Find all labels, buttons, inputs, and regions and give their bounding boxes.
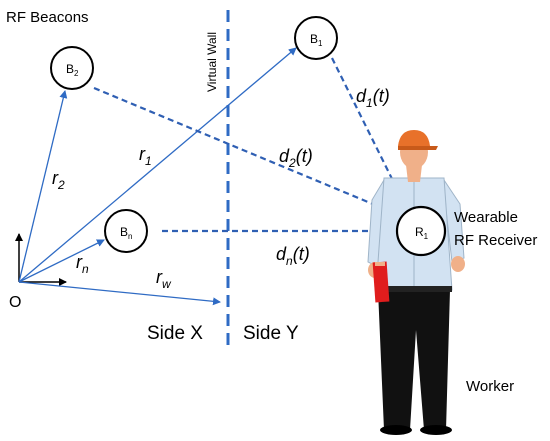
beacon-bn: Bn [104,209,148,253]
vector-rn [18,239,105,283]
vector-r1-label: r1 [139,144,152,168]
distance-d1-label: d1(t) [356,86,390,110]
worker-figure [367,130,465,435]
vector-r1 [18,47,297,283]
svg-text:Bn: Bn [120,225,132,241]
wall-label: Virtual Wall [205,32,219,92]
diagram-title: RF Beacons [6,9,89,26]
receiver-caption-line2: RF Receiver [454,232,537,249]
svg-text:B1: B1 [310,32,323,48]
svg-text:B2: B2 [66,62,79,78]
distance-d2-label: d2(t) [279,146,313,170]
origin-label: O [9,294,21,311]
receiver-caption-line1: Wearable [454,209,518,226]
vector-rw-label: rw [156,267,172,291]
distance-d1-line [331,57,406,206]
beacon-b1: B1 [294,16,338,60]
vector-rn-label: rn [76,252,89,276]
vector-r2 [18,90,68,283]
worker-label: Worker [466,378,514,395]
vector-r2-label: r2 [52,168,65,192]
beacon-b2: B2 [50,46,94,90]
receiver-r1: R1 [395,205,447,257]
distance-dn-label: dn(t) [276,244,310,268]
side-y-label: Side Y [243,323,299,344]
side-x-label: Side X [147,323,203,344]
distance-d2-line [93,86,393,214]
svg-text:R1: R1 [415,225,429,241]
vector-rw [18,281,221,306]
